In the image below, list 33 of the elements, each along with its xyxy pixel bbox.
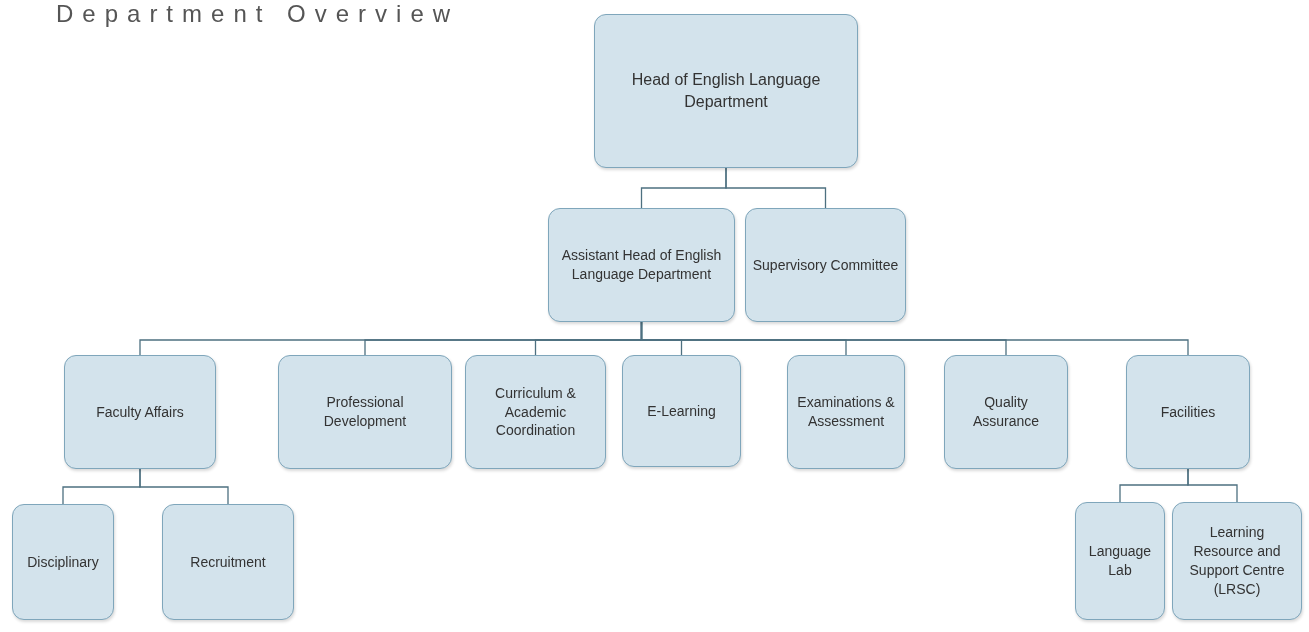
box-label: Professional Development — [322, 393, 408, 431]
org-box — [278, 355, 452, 469]
box-label: Disciplinary — [27, 552, 99, 572]
box-label: Curriculum & Academic Coordination — [494, 383, 577, 441]
box-label: Learning Resource and Support Centre (LRSC) — [1188, 523, 1286, 599]
box-label: E-Learning — [647, 401, 716, 421]
title: Department Overview — [56, 0, 460, 28]
org-box — [162, 504, 294, 620]
box-label: Facilities — [1160, 402, 1216, 422]
org-box — [548, 208, 735, 322]
org-box — [594, 14, 858, 168]
connector-line — [1187, 468, 1238, 503]
box-label: Assistant Head of English Language Department — [560, 246, 723, 284]
org-box — [1172, 502, 1302, 620]
connector-line — [139, 468, 229, 505]
org-box — [787, 355, 905, 469]
org-box — [745, 208, 906, 322]
connector-line — [640, 321, 1189, 356]
box-label: Faculty Affairs — [96, 402, 184, 422]
org-box — [465, 355, 606, 469]
box-label: Supervisory Committee — [752, 255, 899, 275]
org-box — [1126, 355, 1250, 469]
org-box — [944, 355, 1068, 469]
org-box — [1075, 502, 1165, 620]
org-box — [64, 355, 216, 469]
box-label: Recruitment — [190, 552, 266, 572]
org-box — [12, 504, 114, 620]
connector-line — [725, 167, 827, 209]
box-label: Examinations & Assessment — [796, 393, 896, 431]
box-label: Quality Assurance — [971, 393, 1041, 431]
box-label: Head of English Language Department — [630, 70, 822, 112]
org-box — [622, 355, 741, 467]
box-label: Language Lab — [1087, 542, 1153, 580]
